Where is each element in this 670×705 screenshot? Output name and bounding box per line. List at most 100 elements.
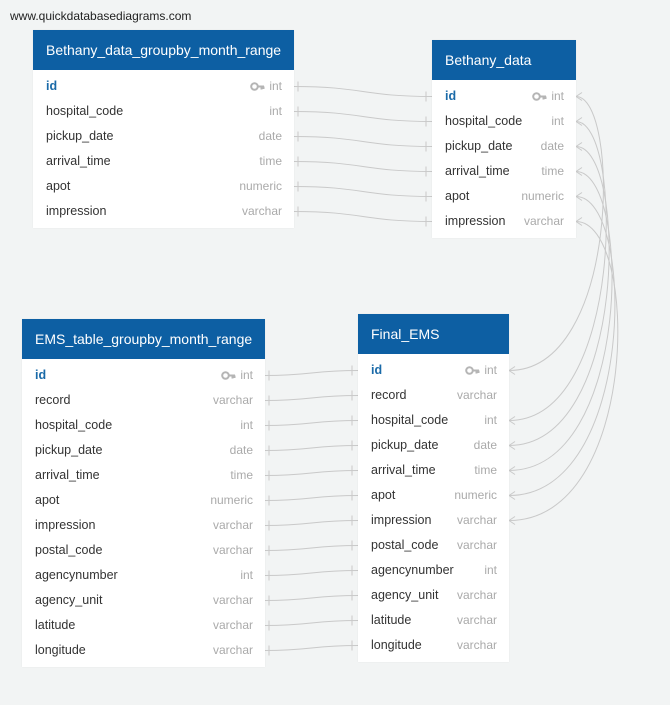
field-type-label: varchar	[456, 538, 497, 552]
relationship-line	[508, 217, 619, 525]
field-type-label: int	[484, 563, 497, 577]
field-row[interactable]: agency_unit varchar	[358, 583, 509, 608]
field-type-label: varchar	[456, 513, 497, 527]
field-type-label: int	[551, 89, 564, 103]
relationship-line	[264, 540, 359, 556]
field-name: postal_code	[371, 538, 439, 552]
relationship-line	[264, 365, 359, 381]
field-type: time	[541, 159, 564, 184]
field-name: postal_code	[35, 543, 103, 557]
field-name: pickup_date	[445, 139, 513, 153]
relationship-line	[293, 156, 433, 177]
field-type-label: time	[230, 468, 253, 482]
field-row[interactable]: longitude varchar	[22, 638, 265, 663]
field-type: int	[551, 109, 564, 134]
table-title[interactable]: Bethany_data	[432, 40, 576, 80]
field-name: hospital_code	[371, 413, 449, 427]
field-type-label: time	[541, 164, 564, 178]
field-type: time	[259, 149, 282, 174]
field-type-label: int	[240, 568, 253, 582]
field-type: varchar	[213, 388, 253, 413]
field-type-label: varchar	[212, 643, 253, 657]
field-type-label: numeric	[521, 189, 564, 203]
field-row[interactable]: postal_code varchar	[358, 533, 509, 558]
relationship-line	[293, 131, 433, 152]
field-name: arrival_time	[46, 154, 111, 168]
field-type-label: varchar	[212, 393, 253, 407]
field-name: agency_unit	[371, 588, 439, 602]
field-type: time	[474, 458, 497, 483]
relationship-line	[508, 192, 616, 500]
field-name: latitude	[35, 618, 76, 632]
field-name: record	[35, 393, 71, 407]
field-name: apot	[371, 488, 396, 502]
field-row[interactable]: agencynumber int	[358, 558, 509, 583]
field-row[interactable]: arrival_time time	[358, 458, 509, 483]
field-type: numeric	[239, 174, 282, 199]
field-row[interactable]: apot numeric	[432, 184, 576, 209]
table-title[interactable]: Final_EMS	[358, 314, 509, 354]
field-row[interactable]: arrival_time time	[33, 149, 294, 174]
field-type-label: varchar	[456, 588, 497, 602]
field-name: arrival_time	[371, 463, 436, 477]
field-type-label: varchar	[212, 618, 253, 632]
field-name: apot	[35, 493, 60, 507]
field-type-label: int	[269, 79, 282, 93]
field-name: agencynumber	[371, 563, 454, 577]
primary-key-icon	[465, 366, 480, 375]
relationship-line	[264, 440, 359, 456]
table-title[interactable]: Bethany_data_groupby_month_range	[33, 30, 294, 70]
field-name: hospital_code	[35, 418, 113, 432]
field-name: latitude	[371, 613, 412, 627]
field-name: longitude	[35, 643, 86, 657]
relationship-line	[264, 590, 359, 606]
table-title[interactable]: EMS_table_groupby_month_range	[22, 319, 265, 359]
relationship-line	[264, 490, 359, 506]
field-row[interactable]: record varchar	[22, 388, 265, 413]
field-type: date	[230, 438, 253, 463]
field-row[interactable]: latitude varchar	[22, 613, 265, 638]
field-type: int	[240, 563, 253, 588]
relationship-line	[264, 390, 359, 406]
field-type: time	[230, 463, 253, 488]
field-type-label: int	[240, 418, 253, 432]
field-type-label: int	[240, 368, 253, 382]
field-row[interactable]: hospital_code int	[22, 413, 265, 438]
relationship-line	[264, 415, 359, 431]
relationship-line	[264, 465, 359, 481]
field-type: varchar	[457, 633, 497, 658]
field-name: apot	[445, 189, 470, 203]
